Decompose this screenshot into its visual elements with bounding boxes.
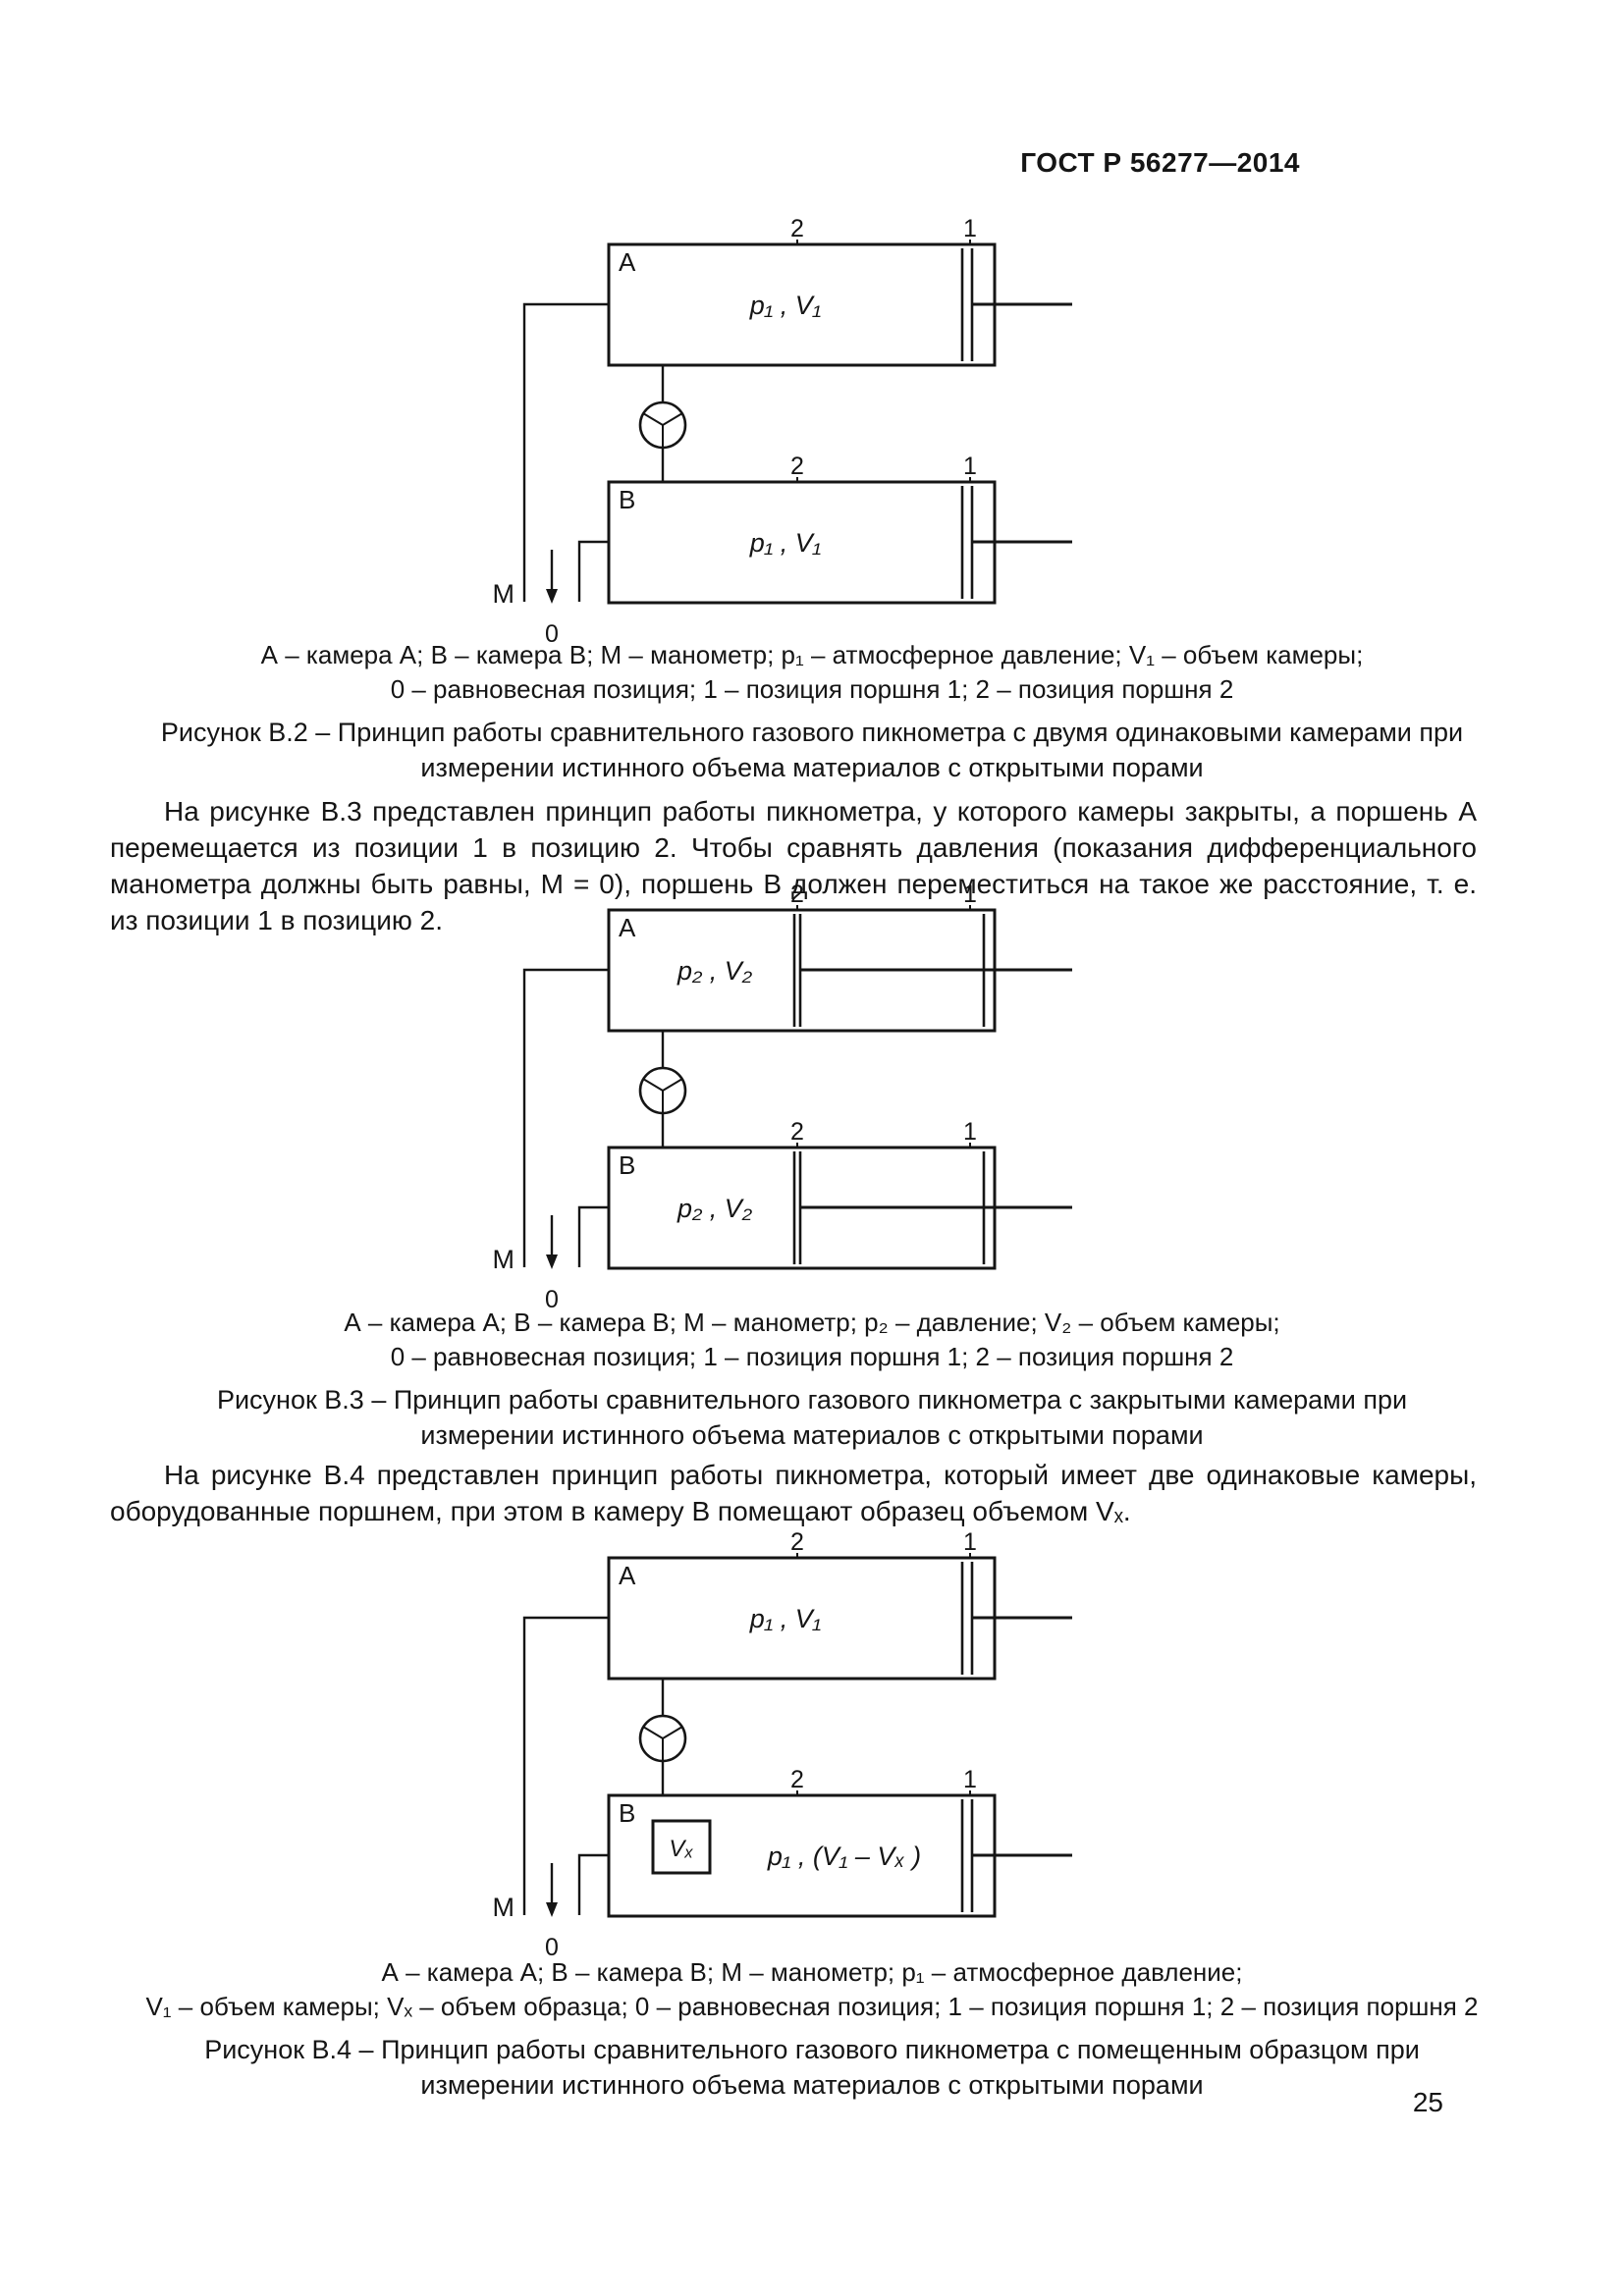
figure-b2-title: Рисунок В.2 – Принцип работы сравнительн… bbox=[160, 718, 1464, 782]
chamber-a-content: p₂ , V₂ bbox=[677, 956, 753, 986]
manometer-line-a bbox=[522, 1616, 609, 1915]
position-1-label: 1 bbox=[963, 883, 977, 908]
chamber-b-content: p₁ , (V₁ – Vₓ ) bbox=[767, 1842, 921, 1871]
manometer-line-b bbox=[577, 540, 609, 602]
standard-code: ГОСТ Р 56277—2014 bbox=[1020, 147, 1300, 178]
position-2-label: 2 bbox=[790, 218, 804, 242]
figure-b3-title: Рисунок В.3 – Принцип работы сравнительн… bbox=[216, 1385, 1408, 1450]
piston-position-labels-b: 2 1 bbox=[790, 453, 977, 482]
chamber-a-content: p₁ , V₁ bbox=[749, 1604, 822, 1633]
valve bbox=[638, 1679, 687, 1795]
figure-b3-caption: А – камера А; В – камера В; М – манометр… bbox=[0, 1306, 1624, 1374]
manometer: M 0 bbox=[493, 1616, 609, 1961]
figure-b4-diagram: 2 1 A p₁ , V₁ 2 1 B bbox=[493, 1531, 1072, 1961]
sample-box bbox=[651, 1819, 712, 1875]
manometer-line-a bbox=[522, 968, 609, 1267]
caption-line: А – камера А; В – камера В; М – манометр… bbox=[260, 640, 1364, 669]
manometer: M 0 bbox=[493, 968, 609, 1313]
chamber-b: B p₂ , V₂ bbox=[607, 1146, 1072, 1270]
equilibrium-label: 0 bbox=[545, 1286, 559, 1313]
chamber-a-label: A bbox=[619, 913, 636, 942]
manometer-line-a bbox=[522, 302, 609, 602]
chamber-a-content: p₁ , V₁ bbox=[749, 291, 822, 320]
position-2-label: 2 bbox=[790, 1531, 804, 1556]
caption-line: V₁ – объем камеры; Vₓ – объем образца; 0… bbox=[145, 1992, 1479, 2021]
position-1-label: 1 bbox=[963, 1766, 977, 1793]
chamber-a-label: A bbox=[619, 1561, 636, 1590]
manometer-label: M bbox=[493, 1245, 515, 1274]
page-number: 25 bbox=[1412, 2087, 1443, 2117]
position-1-label: 1 bbox=[963, 218, 977, 242]
piston-position-labels-a: 2 1 bbox=[790, 1531, 977, 1558]
piston-position-labels-b: 2 1 bbox=[790, 1118, 977, 1148]
chamber-b-label: B bbox=[619, 485, 635, 514]
chamber-b-label: B bbox=[619, 1798, 635, 1828]
chamber-b-content: p₂ , V₂ bbox=[677, 1194, 753, 1223]
valve bbox=[638, 365, 687, 482]
needle-arrowhead bbox=[546, 1255, 558, 1269]
figure-b4-caption: А – камера А; В – камера В; М – манометр… bbox=[0, 1955, 1624, 2024]
position-2-label: 2 bbox=[790, 883, 804, 908]
caption-line: А – камера А; В – камера В; М – манометр… bbox=[344, 1308, 1280, 1337]
chamber-a: A p₁ , V₁ bbox=[607, 1556, 1072, 1681]
valve bbox=[638, 1031, 687, 1148]
figure-b2-diagram: 2 1 A p₁ , V₁ 2 1 B bbox=[493, 218, 1072, 648]
needle-arrowhead bbox=[546, 589, 558, 604]
position-1-label: 1 bbox=[963, 1531, 977, 1556]
chamber-a: A p₂ , V₂ bbox=[607, 908, 1072, 1033]
chamber-b-content: p₁ , V₁ bbox=[749, 528, 822, 558]
position-2-label: 2 bbox=[790, 453, 804, 480]
manometer: M 0 bbox=[493, 302, 609, 648]
equilibrium-label: 0 bbox=[545, 620, 559, 648]
sample-label: Vₓ bbox=[669, 1836, 693, 1862]
chamber-b-label: B bbox=[619, 1150, 635, 1180]
chamber-b: B Vₓ p₁ , (V₁ – Vₓ ) bbox=[607, 1793, 1072, 1918]
position-2-label: 2 bbox=[790, 1118, 804, 1146]
needle-arrowhead bbox=[546, 1902, 558, 1917]
piston-position-labels-b: 2 1 bbox=[790, 1766, 977, 1795]
piston-position-labels-a: 2 1 bbox=[790, 883, 977, 910]
manometer-line-b bbox=[577, 1853, 609, 1915]
manometer-label: M bbox=[493, 579, 515, 609]
equilibrium-label: 0 bbox=[545, 1934, 559, 1961]
caption-line: 0 – равновесная позиция; 1 – позиция пор… bbox=[390, 1342, 1234, 1371]
chamber-a: A p₁ , V₁ bbox=[607, 242, 1072, 367]
figure-b3-diagram: 2 1 A p₂ , V₂ 2 1 B bbox=[493, 883, 1072, 1313]
position-1-label: 1 bbox=[963, 453, 977, 480]
manometer-line-b bbox=[577, 1205, 609, 1267]
figure-b2-caption: А – камера А; В – камера В; М – манометр… bbox=[0, 638, 1624, 707]
figure-b4-title: Рисунок В.4 – Принцип работы сравнительн… bbox=[204, 2035, 1420, 2100]
chamber-b: B p₁ , V₁ bbox=[607, 480, 1072, 605]
piston-position-labels-a: 2 1 bbox=[790, 218, 977, 244]
manometer-label: M bbox=[493, 1893, 515, 1922]
chamber-a-label: A bbox=[619, 247, 636, 277]
paragraph-before-b4: На рисунке В.4 представлен принцип работ… bbox=[110, 1460, 1477, 1526]
position-1-label: 1 bbox=[963, 1118, 977, 1146]
caption-line: А – камера А; В – камера В; М – манометр… bbox=[381, 1957, 1243, 1987]
paragraph-before-b3: На рисунке В.3 представлен принцип работ… bbox=[110, 796, 1477, 935]
caption-line: 0 – равновесная позиция; 1 – позиция пор… bbox=[390, 674, 1234, 704]
position-2-label: 2 bbox=[790, 1766, 804, 1793]
